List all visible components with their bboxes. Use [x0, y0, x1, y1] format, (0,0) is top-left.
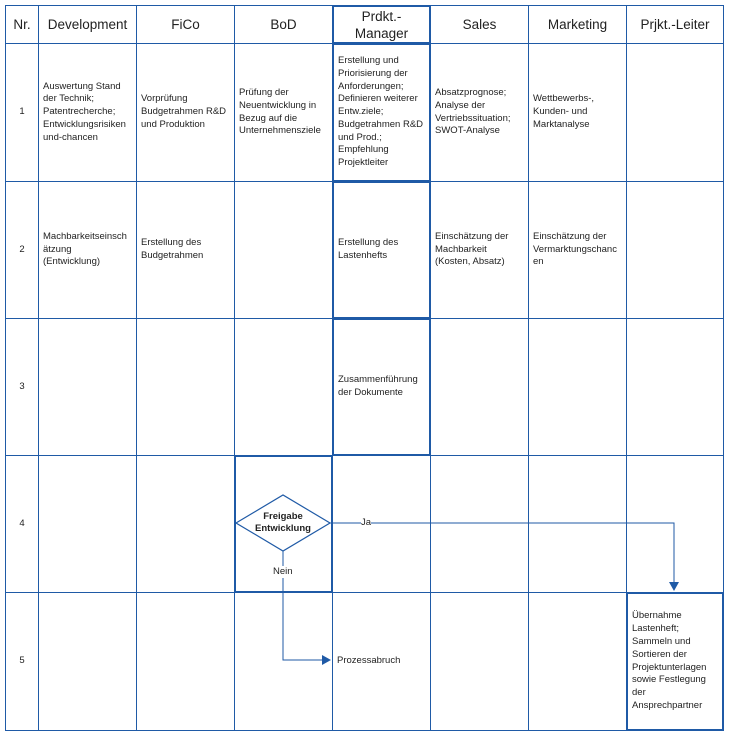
no-connector: [282, 551, 326, 661]
task-cell-projekt-leiter: Übernahme Lastenheft; Sammeln und Sortie…: [626, 592, 724, 731]
task-cell-produkt-manager: Zusammenführung der Dokumente: [332, 318, 431, 456]
arrow-head-icon: [322, 655, 331, 665]
yes-label: Ja: [361, 517, 372, 529]
yes-connector: [330, 522, 675, 588]
no-label: Nein: [273, 566, 293, 578]
arrow-head-icon: [669, 582, 679, 591]
task-cell-development: Auswertung Stand der Technik; Patentrech…: [38, 43, 137, 182]
decision-label: Freigabe Entwicklung: [255, 511, 311, 534]
